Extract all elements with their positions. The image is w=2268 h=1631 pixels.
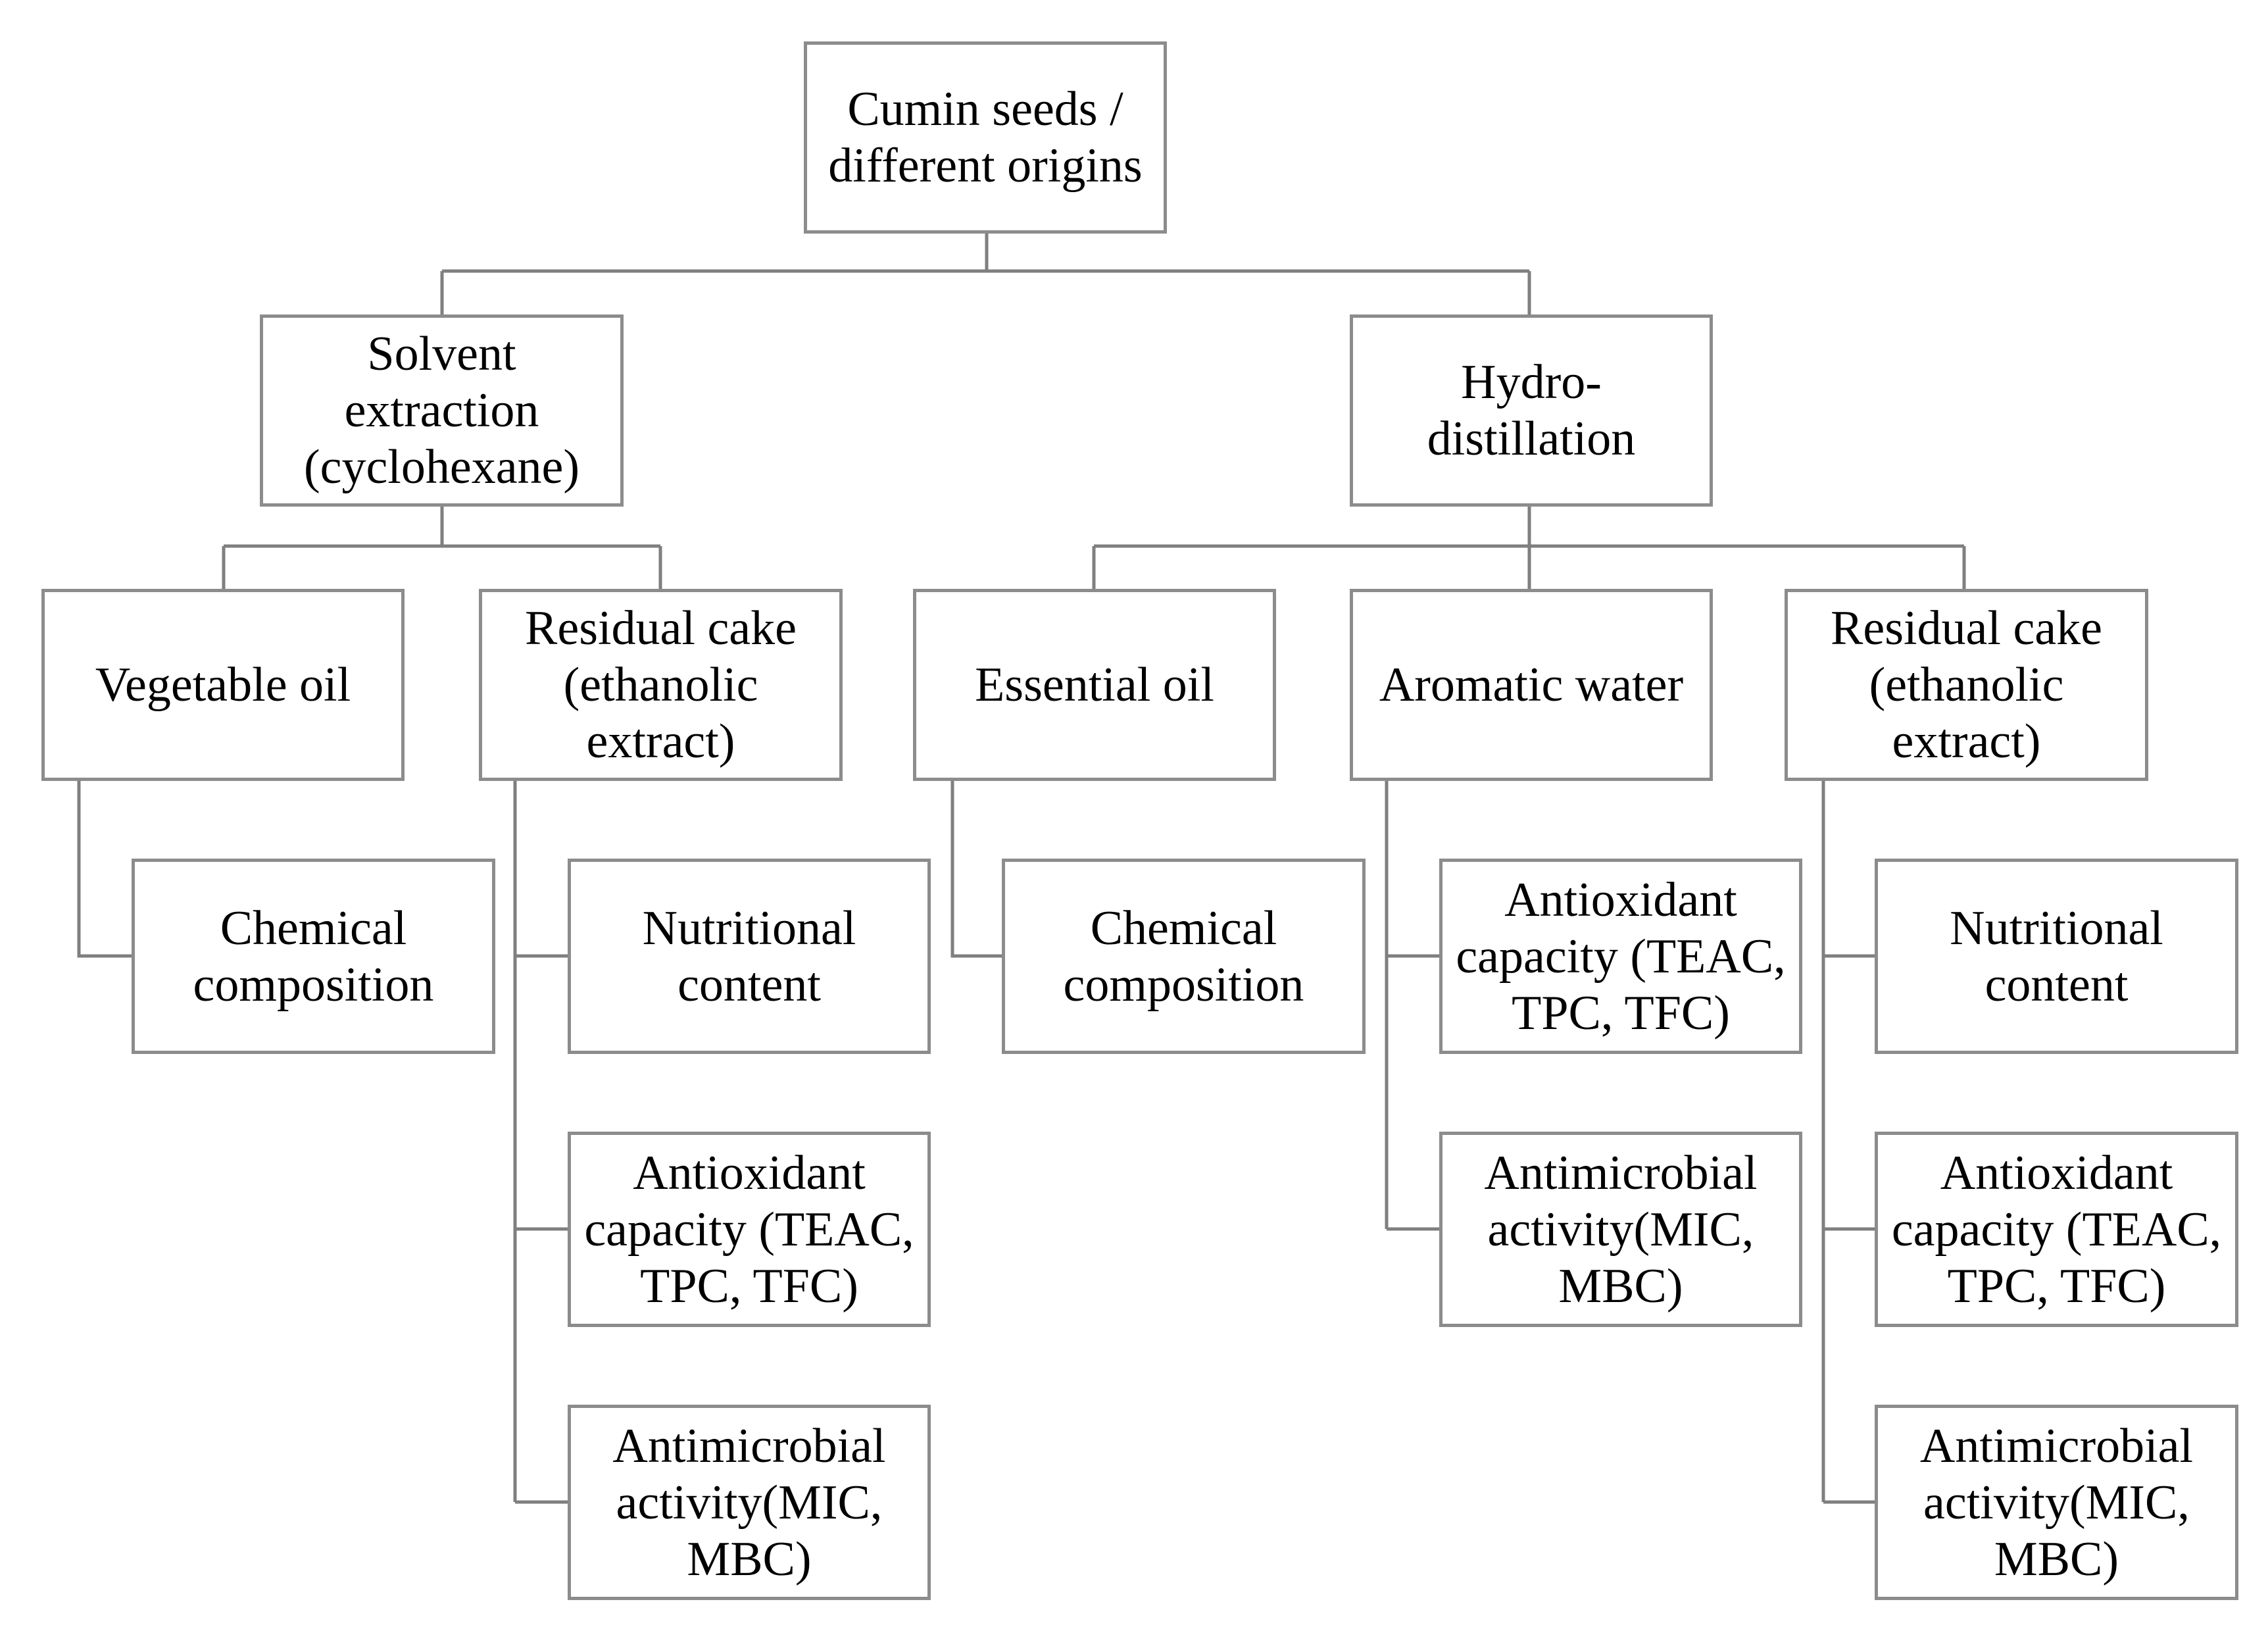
cake-solvent-antioxidant-capacity-label: Antioxidant capacity (TEAC, TPC, TFC) (584, 1145, 914, 1313)
solvent-extraction-node: Solvent extraction (cyclohexane) (260, 314, 624, 507)
residual-cake-hydro-label: Residual cake (ethanolic extract) (1831, 601, 2102, 768)
solvent-extraction-label: Solvent extraction (cyclohexane) (303, 327, 580, 494)
connector-vegetable-oil-to-analysis (77, 780, 133, 958)
connector-aromatic-water-to-analyses (1385, 780, 1441, 1231)
cake-hydro-antioxidant-capacity-node: Antioxidant capacity (TEAC, TPC, TFC) (1875, 1132, 2238, 1327)
cake-solvent-antimicrobial-activity-label: Antimicrobial activity(MIC, MBC) (612, 1418, 886, 1586)
aromatic-water-antimicrobial-activity-label: Antimicrobial activity(MIC, MBC) (1484, 1145, 1758, 1313)
cake-hydro-antimicrobial-activity-label: Antimicrobial activity(MIC, MBC) (1919, 1418, 2194, 1586)
essential-oil-node: Essential oil (913, 589, 1276, 781)
residual-cake-hydro-node: Residual cake (ethanolic extract) (1785, 589, 2148, 781)
cake-hydro-nutritional-content-node: Nutritional content (1875, 859, 2238, 1054)
hydro-distillation-label: Hydro- distillation (1427, 355, 1636, 466)
cake-solvent-antimicrobial-activity-node: Antimicrobial activity(MIC, MBC) (568, 1405, 931, 1600)
aromatic-water-label: Aromatic water (1379, 658, 1684, 712)
aromatic-water-node: Aromatic water (1350, 589, 1713, 781)
root-node: Cumin seeds / different origins (804, 41, 1167, 234)
cake-solvent-nutritional-content-label: Nutritional content (642, 901, 856, 1012)
cake-hydro-antimicrobial-activity-node: Antimicrobial activity(MIC, MBC) (1875, 1405, 2238, 1600)
essential-oil-label: Essential oil (975, 658, 1214, 712)
connector-cake-hydro-to-analyses (1821, 780, 1876, 1504)
connector-solvent-to-products (222, 505, 662, 589)
residual-cake-solvent-label: Residual cake (ethanolic extract) (525, 601, 797, 768)
vegetable-oil-label: Vegetable oil (95, 658, 351, 712)
cake-solvent-nutritional-content-node: Nutritional content (568, 859, 931, 1054)
essential-oil-chemical-composition-label: Chemical composition (1063, 901, 1304, 1012)
aromatic-water-antimicrobial-activity-node: Antimicrobial activity(MIC, MBC) (1439, 1132, 1802, 1327)
aromatic-water-antioxidant-capacity-node: Antioxidant capacity (TEAC, TPC, TFC) (1439, 859, 1802, 1054)
hydro-distillation-node: Hydro- distillation (1350, 314, 1713, 507)
connector-root-to-methods (440, 232, 1531, 314)
vegetable-oil-chemical-composition-node: Chemical composition (132, 859, 495, 1054)
residual-cake-solvent-node: Residual cake (ethanolic extract) (479, 589, 843, 781)
essential-oil-chemical-composition-node: Chemical composition (1002, 859, 1366, 1054)
cake-hydro-nutritional-content-label: Nutritional content (1950, 901, 2163, 1012)
vegetable-oil-node: Vegetable oil (41, 589, 405, 781)
vegetable-oil-chemical-composition-label: Chemical composition (193, 901, 434, 1012)
aromatic-water-antioxidant-capacity-label: Antioxidant capacity (TEAC, TPC, TFC) (1456, 872, 1786, 1040)
cake-hydro-antioxidant-capacity-label: Antioxidant capacity (TEAC, TPC, TFC) (1891, 1145, 2222, 1313)
connector-cake-solvent-to-analyses (513, 780, 569, 1504)
cake-solvent-antioxidant-capacity-node: Antioxidant capacity (TEAC, TPC, TFC) (568, 1132, 931, 1327)
connector-hydro-to-products (1092, 505, 1966, 589)
connector-essential-oil-to-analysis (950, 780, 1003, 958)
root-label: Cumin seeds / different origins (828, 82, 1143, 193)
